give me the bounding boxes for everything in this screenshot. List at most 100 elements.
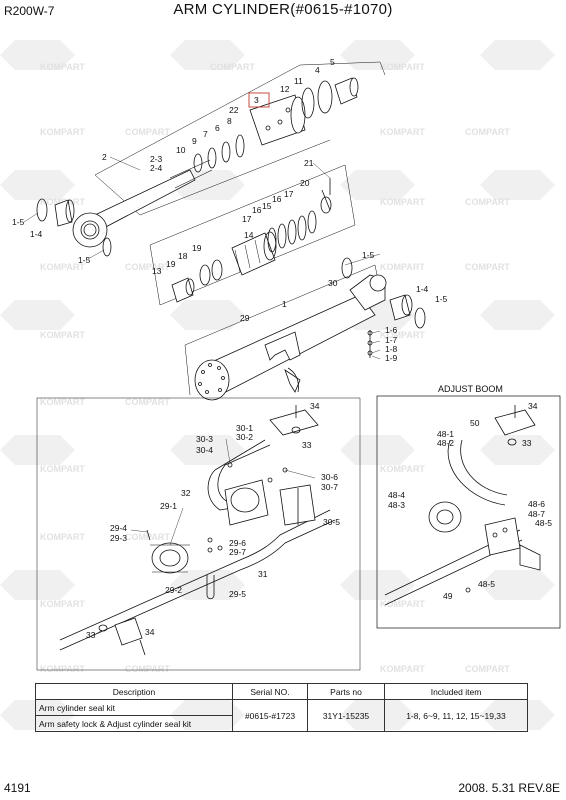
table-cell-description: Arm cylinder seal kit [35, 699, 233, 716]
model-code: R200W-7 [4, 4, 55, 18]
callout-15: 15 [262, 201, 272, 211]
callout-1-8: 1-8 [385, 344, 398, 354]
watermark-text: COMPART [125, 664, 170, 674]
callout-32: 32 [181, 488, 191, 498]
safety-lock-group [36, 397, 361, 671]
callout-33b: 33 [86, 630, 96, 640]
watermark-text: KOMPART [380, 197, 425, 207]
adjust-boom-inset [376, 395, 561, 629]
callout-21: 21 [304, 158, 314, 168]
watermark-text: KOMPART [40, 664, 85, 674]
callout-1-6: 1-6 [385, 325, 398, 335]
table-header-row: Description Serial NO. Parts no Included… [35, 683, 528, 700]
watermark-text: COMPART [465, 197, 510, 207]
watermark-text: KOMPART [40, 330, 85, 340]
callout-34b: 34 [145, 627, 155, 637]
watermark-text: KOMPART [40, 262, 85, 272]
callout-17b: 17 [242, 214, 252, 224]
rod-assembly-group [36, 61, 386, 257]
callout-17a: 17 [284, 189, 294, 199]
callout-6: 6 [215, 123, 220, 133]
piston-assembly-group [149, 164, 356, 306]
rod-cover [249, 94, 306, 146]
column-header: Description [35, 683, 233, 700]
callout-50: 50 [470, 418, 480, 428]
callout-19a: 19 [192, 243, 202, 253]
callout-48-4: 48-4 [388, 490, 405, 500]
callout-33c: 33 [522, 438, 532, 448]
callout-12: 12 [280, 84, 290, 94]
callout-1: 1 [282, 299, 287, 309]
callout-30-2: 30-2 [236, 432, 253, 442]
callout-20: 20 [300, 178, 310, 188]
watermark-text: KOMPART [40, 599, 85, 609]
callout-31: 31 [258, 569, 268, 579]
callout-30-3: 30-3 [196, 434, 213, 444]
callout-7: 7 [203, 129, 208, 139]
watermark-text: KOMPART [380, 464, 425, 474]
callout-48-6: 48-6 [528, 499, 545, 509]
callout-2: 2 [102, 152, 107, 162]
watermark-text: COMPART [125, 127, 170, 137]
callout-48-5b: 48-5 [478, 579, 495, 589]
callout-29-1: 29-1 [160, 501, 177, 511]
callout-29-7: 29-7 [229, 547, 246, 557]
callout-8: 8 [227, 116, 232, 126]
watermark-text: KOMPART [380, 262, 425, 272]
callout-5: 5 [330, 57, 335, 67]
table-row: Arm cylinder seal kit #0615-#1723 31Y1-1… [35, 699, 528, 732]
callout-48-2: 48-2 [437, 438, 454, 448]
callout-49: 49 [443, 591, 453, 601]
watermark-text: KOMPART [380, 599, 425, 609]
callout-1-4b: 1-4 [416, 284, 429, 294]
leader-lines [23, 156, 381, 635]
watermark-text: KOMPART [40, 532, 85, 542]
watermark-text: KOMPART [380, 127, 425, 137]
callout-1-4a: 1-4 [30, 229, 43, 239]
callout-48-1: 48-1 [437, 429, 454, 439]
inset-title: ADJUST BOOM [438, 384, 503, 394]
callout-34a: 34 [310, 401, 320, 411]
table-row: Arm safety lock & Adjust cylinder seal k… [35, 715, 528, 732]
callout-11: 11 [294, 76, 303, 86]
callout-1-7: 1-7 [385, 335, 398, 345]
column-header: Serial NO. [232, 683, 308, 700]
callout-29-5: 29-5 [229, 589, 246, 599]
callout-19b: 19 [166, 259, 176, 269]
watermark-text: COMPART [465, 127, 510, 137]
watermark-text: COMPART [125, 262, 170, 272]
watermark-text: COMPART [210, 62, 255, 72]
revision-date: 2008. 5.31 REV.8E [458, 781, 560, 795]
watermark-text: KOMPART [40, 397, 85, 407]
callout-48-7: 48-7 [528, 509, 545, 519]
watermark-text: KOMPART [380, 330, 425, 340]
callout-1-5d: 1-5 [435, 294, 448, 304]
watermark-text: COMPART [125, 532, 170, 542]
callout-3: 3 [254, 95, 259, 105]
callout-1-5a: 1-5 [12, 217, 25, 227]
callout-30-1: 30-1 [236, 423, 253, 433]
watermark-text: COMPART [465, 664, 510, 674]
callout-4: 4 [315, 65, 320, 75]
table-cell-description: Arm safety lock & Adjust cylinder seal k… [35, 715, 233, 732]
watermark-text: KOMPART [40, 62, 85, 72]
callout-10: 10 [176, 145, 186, 155]
callout-30-5: 30-5 [323, 517, 340, 527]
callout-1-9: 1-9 [385, 353, 398, 363]
callout-33a: 33 [302, 440, 312, 450]
page-title: ARM CYLINDER(#0615-#1070) [173, 1, 393, 18]
piston-rod [72, 159, 213, 248]
callout-16: 16 [272, 194, 282, 204]
callout-9: 9 [192, 136, 197, 146]
callout-1-5c: 1-5 [362, 250, 375, 260]
table-cell-included: 1-8, 6~9, 11, 12, 15~19,33 [384, 699, 528, 732]
watermark-text: COMPART [465, 262, 510, 272]
callout-30-4: 30-4 [196, 445, 213, 455]
callout-13: 13 [152, 266, 162, 276]
callout-2-3: 2-3 [150, 154, 163, 164]
watermark-text: KOMPART [40, 127, 85, 137]
callout-22: 22 [229, 105, 239, 115]
column-header: Included item [384, 683, 528, 700]
callout-48-5a: 48-5 [535, 518, 552, 528]
callout-30: 30 [328, 278, 338, 288]
